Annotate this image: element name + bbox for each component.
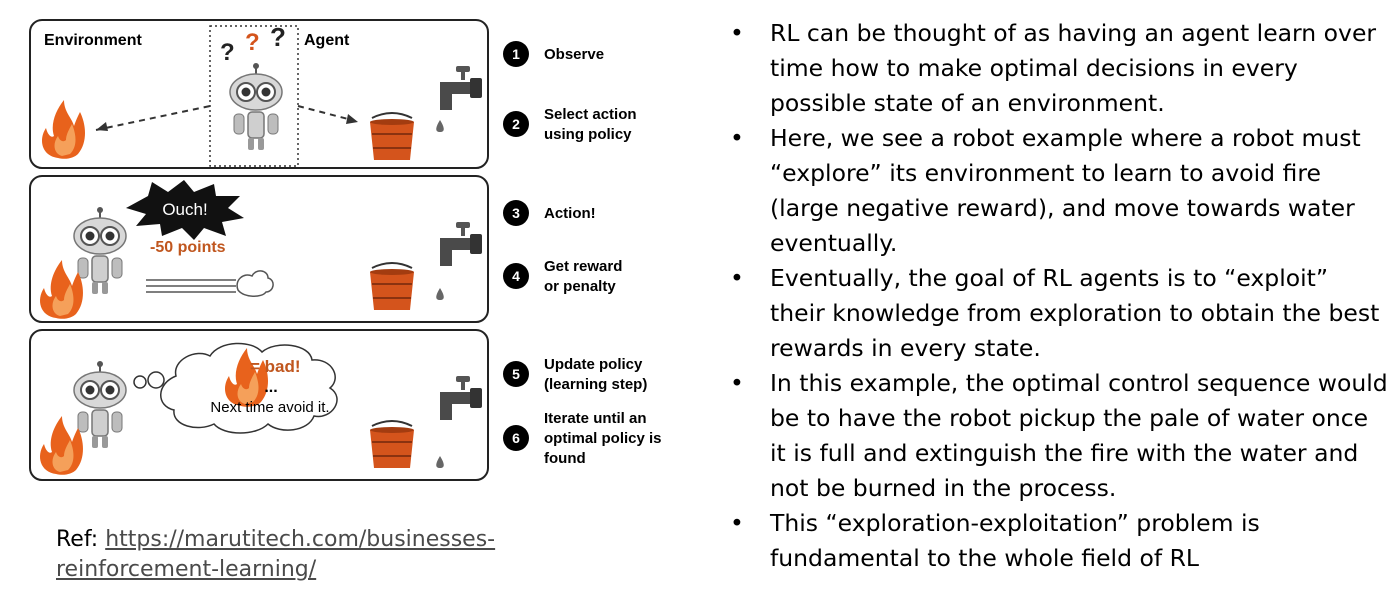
svg-text:?: ? — [270, 22, 286, 52]
bad-label: = bad! — [250, 357, 301, 376]
dust-cloud-icon — [236, 270, 274, 297]
bullet-list: RL can be thought of as having an agent … — [728, 16, 1388, 576]
step-number-badge — [503, 111, 529, 137]
ouch-label: Ouch! — [162, 200, 207, 219]
svg-text:?: ? — [245, 29, 260, 56]
bullet-item: Eventually, the goal of RL agents is to … — [728, 261, 1388, 366]
step-label: Action! — [544, 205, 596, 222]
reference: Ref: https://marutitech.com/businesses-r… — [56, 525, 495, 585]
environment-label: Environment — [44, 32, 142, 49]
motion-lines — [146, 279, 236, 293]
step-label: (learning step) — [544, 376, 647, 393]
bucket-icon — [369, 262, 415, 311]
step-number: 5 — [512, 366, 520, 382]
step-1: 1 Observe — [503, 41, 604, 67]
step-label: optimal policy is — [544, 430, 662, 447]
bullet-item: In this example, the optimal control seq… — [728, 366, 1388, 506]
step-number: 6 — [512, 430, 520, 446]
step-label: or penalty — [544, 278, 616, 295]
reference-link[interactable]: https://marutitech.com/businesses-reinfo… — [56, 527, 496, 582]
panel-update: = bad! ... Next time avoid it. — [29, 329, 489, 481]
step-number: 3 — [512, 205, 520, 221]
step-5: 5 Update policy (learning step) — [503, 356, 647, 393]
rl-diagram: Environment Agent ? ? ? Ouch! -50 points — [29, 19, 662, 481]
panel-observe: Environment Agent ? ? ? — [29, 19, 489, 169]
agent-label: Agent — [304, 32, 350, 49]
step-number-badge — [503, 263, 529, 289]
step-number-badge — [503, 41, 529, 67]
step-label: found — [544, 450, 586, 467]
panel-action: Ouch! -50 points — [29, 175, 489, 323]
bullet-item: RL can be thought of as having an agent … — [728, 16, 1388, 121]
step-4: 4 Get reward or penalty — [503, 258, 622, 295]
step-label: Observe — [544, 46, 604, 63]
reference-prefix: Ref: — [56, 527, 106, 552]
step-label: using policy — [544, 126, 632, 143]
question-mark-icon: ? ? ? — [220, 22, 286, 66]
svg-text:?: ? — [220, 39, 235, 66]
bullet-item: Here, we see a robot example where a rob… — [728, 121, 1388, 261]
step-label: Select action — [544, 106, 637, 123]
bucket-icon — [369, 112, 415, 161]
step-number: 2 — [512, 116, 520, 132]
step-number: 1 — [512, 46, 520, 62]
step-number-badge — [503, 361, 529, 387]
points-label: -50 points — [150, 239, 226, 256]
next-time-label: Next time avoid it. — [210, 399, 329, 416]
steps-list: 1 Observe 2 Select action using policy 3 Actio… — [503, 41, 662, 467]
step-number-badge — [503, 425, 529, 451]
step-number: 4 — [512, 268, 520, 284]
step-6: 6 Iterate until an optimal policy is found — [503, 410, 662, 467]
step-3: 3 Action! — [503, 200, 596, 226]
step-label: Get reward — [544, 258, 622, 275]
burst-icon: Ouch! — [126, 180, 244, 240]
step-label: Iterate until an — [544, 410, 647, 427]
step-2: 2 Select action using policy — [503, 106, 637, 143]
bucket-icon — [369, 420, 415, 469]
bullet-item: This “exploration-exploitation” problem … — [728, 506, 1388, 576]
step-label: Update policy — [544, 356, 643, 373]
step-number-badge — [503, 200, 529, 226]
ellipsis-label: ... — [264, 379, 277, 396]
